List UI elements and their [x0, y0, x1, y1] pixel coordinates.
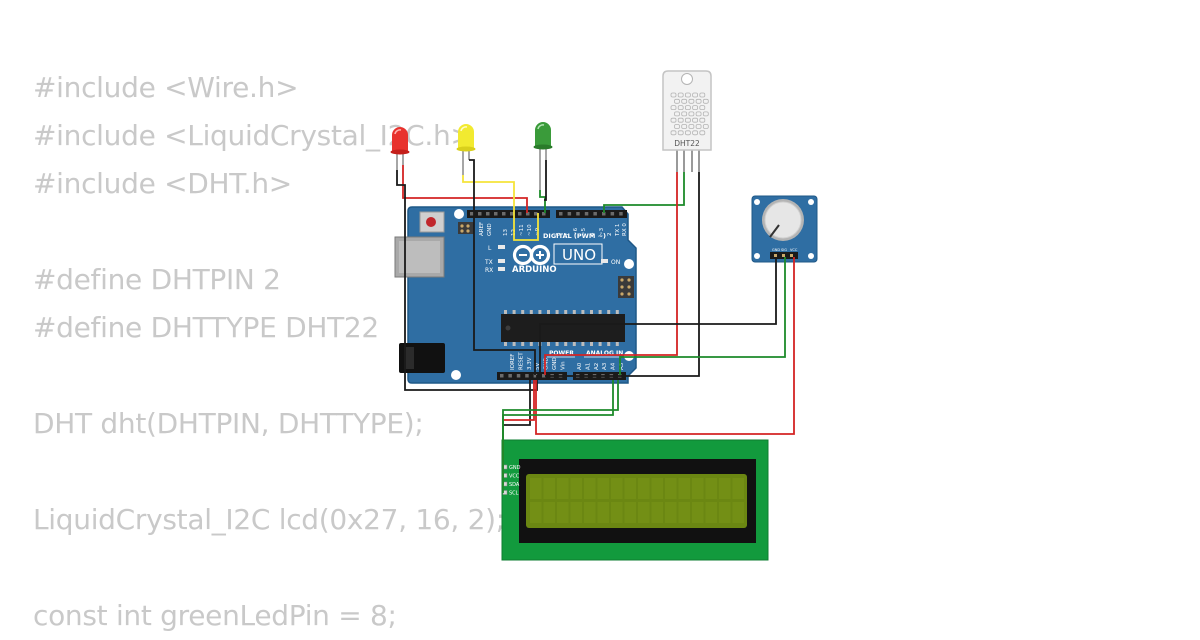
- icsp-header: [618, 276, 634, 298]
- power-pin-label: 5V: [535, 363, 541, 370]
- code-line: #define DHTPIN 2: [33, 263, 281, 296]
- power-pin-label: GND: [552, 357, 558, 370]
- top-pin-label: 7: [564, 232, 570, 236]
- top-pin-label: 8: [556, 232, 562, 236]
- atmega-chip: [501, 310, 625, 346]
- brand-label: ARDUINO: [512, 265, 557, 275]
- arduino-logo: [512, 244, 551, 266]
- power-pin-label: RESET: [518, 352, 524, 370]
- lcd-display[interactable]: GND VCC SDA SCL: [501, 439, 769, 561]
- power-pin-label: 3.3V: [527, 357, 533, 370]
- usb-port: [394, 236, 445, 278]
- code-line: DHT dht(DHTPIN, DHTTYPE);: [33, 407, 424, 440]
- top-pin-label: RX 0: [622, 223, 628, 236]
- on-label: ON: [611, 259, 620, 266]
- top-pin-label: 4: [590, 232, 596, 236]
- lcd-pin-label: SDA: [509, 482, 520, 488]
- yellow-led[interactable]: [456, 124, 476, 175]
- analog-pin-label: A2: [594, 363, 600, 370]
- analog-label: ANALOG IN: [586, 350, 623, 357]
- digital-label: DIGITAL (PWM ~): [543, 232, 606, 240]
- code-line: const int greenLedPin = 8;: [33, 599, 397, 632]
- tx-label: TX: [484, 259, 493, 266]
- power-pin-label: GND: [544, 357, 550, 370]
- pot-pin-gnd: GND: [772, 248, 780, 252]
- l-led-label: L: [488, 245, 492, 252]
- top-pin-label: 13: [503, 229, 509, 236]
- top-pin-label: ~6: [573, 227, 579, 236]
- dht22-sensor[interactable]: DHT22: [662, 70, 712, 172]
- power-jack: [399, 343, 445, 373]
- analog-pin-label: A3: [602, 362, 608, 370]
- power-pin-label: IOREF: [510, 354, 516, 370]
- analog-pin-label: A5: [619, 362, 625, 370]
- code-line: #include <Wire.h>: [33, 71, 299, 104]
- code-line: #include <LiquidCrystal_I2C.h>: [33, 119, 474, 152]
- code-line: #include <DHT.h>: [33, 167, 292, 200]
- rx-label: RX: [485, 267, 493, 274]
- sensor-label: DHT22: [674, 139, 700, 148]
- analog-pin-label: A0: [577, 362, 583, 370]
- power-label: POWER: [549, 350, 574, 357]
- wires: [396, 159, 795, 493]
- analog-pin-label: A1: [585, 363, 591, 370]
- top-pin-label: 2: [607, 233, 613, 237]
- top-pin-label: ~3: [599, 227, 605, 236]
- top-pin-label: TX 1: [615, 224, 621, 237]
- red-led[interactable]: [390, 127, 410, 170]
- code-line: LiquidCrystal_I2C lcd(0x27, 16, 2);: [33, 503, 505, 536]
- power-pin-label: Vin: [560, 361, 566, 370]
- code-listing: #include <Wire.h> #include <LiquidCrystal…: [33, 64, 505, 640]
- analog-pin-label: A4: [611, 362, 617, 370]
- digital-header[interactable]: [467, 210, 627, 218]
- lcd-pin-label: GND: [509, 465, 521, 471]
- top-pin-label: ~10: [527, 224, 533, 236]
- code-line: #define DHTTYPE DHT22: [33, 311, 379, 344]
- potentiometer[interactable]: GND SIG VCC: [751, 195, 818, 263]
- lcd-pin-label: VCC: [509, 474, 520, 480]
- lcd-pin-label: SCL: [509, 491, 519, 497]
- top-pin-label: AREF: [479, 222, 485, 236]
- power-header[interactable]: [497, 372, 567, 380]
- pot-pin-sig: SIG: [781, 248, 787, 252]
- model-label: UNO: [562, 246, 596, 264]
- top-pin-label: ~11: [519, 224, 525, 236]
- pot-pin-vcc: VCC: [790, 248, 798, 252]
- top-pin-label: ~5: [581, 227, 587, 236]
- reset-button[interactable]: [419, 211, 445, 233]
- green-led[interactable]: [533, 122, 553, 190]
- top-pin-label: GND: [487, 223, 493, 236]
